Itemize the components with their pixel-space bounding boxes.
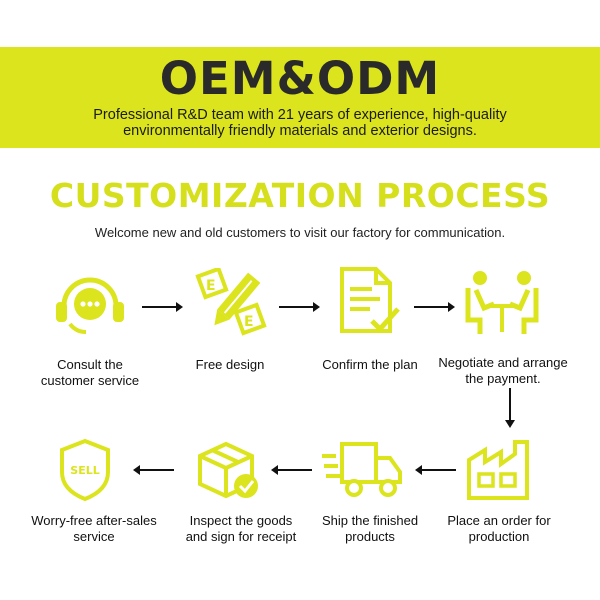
box-check-icon [194, 436, 264, 502]
arrow-left-icon [133, 465, 174, 475]
step-6-label: Ship the finished products [321, 513, 419, 544]
headset-chat-icon [50, 268, 130, 338]
banner-title: OEM&ODM [159, 52, 441, 105]
banner-subtitle-line1: Professional R&D team with 21 years of e… [93, 107, 507, 123]
arrow-right-icon [279, 302, 320, 312]
step-4-label: Negotiate and arrange the payment. [438, 355, 568, 386]
process-subtitle: Welcome new and old customers to visit o… [94, 225, 506, 240]
pencil-ruler-icon: E E [195, 268, 270, 338]
svg-text:E: E [244, 314, 254, 330]
process-title: CUSTOMIZATION PROCESS [49, 176, 551, 215]
arrow-down-icon [505, 388, 515, 428]
factory-icon [463, 438, 535, 502]
step-7-label: Inspect the goods and sign for receipt [185, 513, 297, 544]
step-8-label: Worry-free after-sales service [31, 513, 157, 544]
meeting-table-icon [462, 268, 542, 338]
delivery-truck-icon [320, 440, 404, 500]
sell-shield-icon: SELL [58, 438, 112, 502]
banner-subtitle: Professional R&D team with 21 years of e… [40, 107, 560, 139]
banner-subtitle-line2: environmentally friendly materials and e… [123, 123, 477, 139]
header-banner: OEM&ODM Professional R&D team with 21 ye… [0, 47, 600, 148]
arrow-left-icon [415, 465, 456, 475]
step-1-label: Consult the customer service [40, 357, 140, 388]
sell-badge-text: SELL [70, 464, 99, 477]
step-5-label: Place an order for production [447, 513, 551, 544]
document-check-icon [336, 265, 406, 337]
arrow-right-icon [142, 302, 183, 312]
svg-text:E: E [206, 278, 216, 294]
arrow-right-icon [414, 302, 455, 312]
step-3-label: Confirm the plan [322, 357, 418, 372]
step-2-label: Free design [195, 357, 265, 372]
arrow-left-icon [271, 465, 312, 475]
